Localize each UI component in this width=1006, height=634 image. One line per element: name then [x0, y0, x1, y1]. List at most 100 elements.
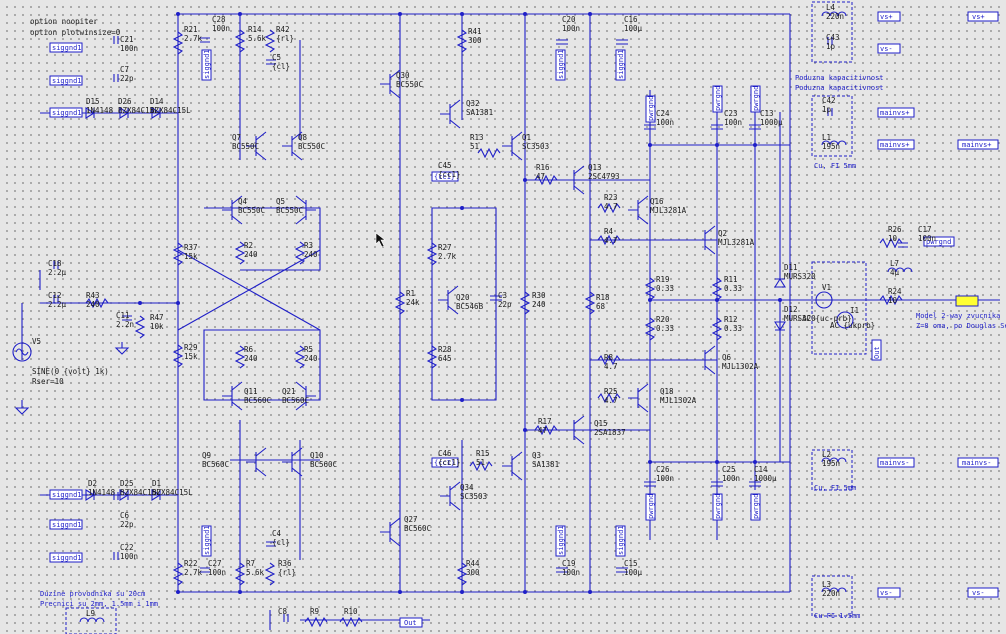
component-value[interactable]: 195n	[822, 459, 840, 468]
component-ref[interactable]: C25	[722, 465, 736, 474]
component-value[interactable]: 4.7	[604, 236, 618, 245]
component-value[interactable]: 0.33	[656, 284, 674, 293]
component-value[interactable]: 100n	[120, 552, 138, 561]
component-ref[interactable]: C8	[278, 607, 288, 616]
component-ref[interactable]: R15	[476, 449, 490, 458]
component-ref[interactable]: R2	[244, 241, 253, 250]
component-ref[interactable]: R30	[532, 291, 546, 300]
component-value[interactable]: 47	[538, 426, 547, 435]
component-value[interactable]: 47	[536, 172, 545, 181]
component-value[interactable]: 2.7k	[438, 252, 457, 261]
component-value[interactable]: 2.2µ	[48, 300, 67, 309]
component-value[interactable]: BC550C	[232, 142, 259, 151]
component-value[interactable]: {rl}	[278, 568, 296, 577]
wire-note[interactable]: Cu, FI 5mm	[814, 484, 856, 492]
component-ref[interactable]: Q20	[456, 293, 470, 302]
component-value[interactable]: 1p	[822, 105, 832, 114]
component-value[interactable]: BC560C	[404, 524, 431, 533]
component-value[interactable]: 5.6k	[248, 34, 267, 43]
component-ref[interactable]: Q7	[232, 133, 241, 142]
component-ref[interactable]: Q6	[722, 353, 732, 362]
component-ref[interactable]: Q34	[460, 483, 474, 492]
component-value[interactable]: MJL3281A	[650, 206, 687, 215]
component-value[interactable]: 240	[532, 300, 546, 309]
capacitance-note[interactable]: Poduzna kapacitivnost	[795, 84, 884, 92]
component-value[interactable]: MURS320	[784, 314, 816, 323]
component-value[interactable]: 10	[888, 234, 898, 243]
component-ref[interactable]: R3	[304, 241, 313, 250]
component-value[interactable]: 4.7	[604, 396, 618, 405]
component-value[interactable]: 10	[888, 296, 898, 305]
component-value[interactable]: 100n	[722, 474, 740, 483]
component-value[interactable]: BC550C	[396, 80, 423, 89]
component-value[interactable]: 100n	[562, 568, 580, 577]
component-value[interactable]: 240	[86, 300, 100, 309]
component-value[interactable]: BC560C	[244, 396, 271, 405]
component-ref[interactable]: Q32	[466, 99, 480, 108]
component-ref[interactable]: R10	[344, 607, 358, 616]
component-value[interactable]: 100n	[724, 118, 742, 127]
component-ref[interactable]: D26	[118, 97, 132, 106]
component-ref[interactable]: R28	[438, 345, 452, 354]
component-ref[interactable]: L7	[890, 259, 899, 268]
component-ref[interactable]: C19	[562, 559, 576, 568]
component-ref[interactable]: R23	[604, 193, 618, 202]
component-ref[interactable]: C16	[624, 15, 638, 24]
component-value[interactable]: 10k	[150, 322, 164, 331]
component-ref[interactable]: L2	[822, 450, 831, 459]
wire-length-note[interactable]: Precnici su 2mm, 1.5mm i 1mm	[40, 600, 158, 608]
component-value[interactable]: 15k	[184, 352, 198, 361]
component-ref[interactable]: Q4	[238, 197, 248, 206]
component-value[interactable]: SC3503	[522, 142, 549, 151]
component-ref[interactable]: Q13	[588, 163, 602, 172]
component-ref[interactable]: C5	[272, 53, 281, 62]
component-value[interactable]: 100n	[656, 118, 674, 127]
component-ref[interactable]: C24	[656, 109, 670, 118]
component-value[interactable]: 2.7k	[184, 568, 203, 577]
component-ref[interactable]: R21	[184, 25, 198, 34]
component-ref[interactable]: C46	[438, 449, 452, 458]
component-ref[interactable]: R47	[150, 313, 164, 322]
component-ref[interactable]: D25	[120, 479, 134, 488]
component-ref[interactable]: R14	[248, 25, 262, 34]
component-value[interactable]: 51	[470, 142, 479, 151]
component-ref[interactable]: R1	[406, 289, 415, 298]
component-ref[interactable]: C7	[120, 65, 129, 74]
component-value[interactable]: SC3503	[460, 492, 487, 501]
component-value[interactable]: 100n	[918, 234, 936, 243]
component-ref[interactable]: R27	[438, 243, 452, 252]
component-ref[interactable]: R7	[246, 559, 255, 568]
component-value[interactable]: BC560C	[202, 460, 229, 469]
component-value[interactable]: 240	[244, 354, 258, 363]
component-ref[interactable]: R22	[184, 559, 198, 568]
component-ref[interactable]: R29	[184, 343, 198, 352]
component-value[interactable]: 24k	[406, 298, 420, 307]
capacitance-note[interactable]: Poduzna kapacitivnost	[795, 74, 884, 82]
component-ref[interactable]: Q2	[718, 229, 727, 238]
component-ref[interactable]: R5	[304, 345, 313, 354]
component-ref[interactable]: Q21	[282, 387, 296, 396]
component-ref[interactable]: C3	[498, 291, 507, 300]
component-ref[interactable]: D14	[150, 97, 164, 106]
component-ref[interactable]: R17	[538, 417, 552, 426]
component-ref[interactable]: C4	[272, 529, 282, 538]
component-value[interactable]: 0.33	[724, 324, 742, 333]
component-ref[interactable]: R25	[604, 387, 618, 396]
wire-note[interactable]: Cu FI 1.5mm	[814, 612, 860, 620]
component-ref[interactable]: Q18	[660, 387, 674, 396]
speaker-model-note[interactable]: Z=8 oma, po Douglas Se	[916, 322, 1006, 330]
component-ref[interactable]: R44	[466, 559, 480, 568]
component-value[interactable]: 1N4148	[88, 488, 116, 497]
component-ref[interactable]: R16	[536, 163, 550, 172]
component-ref[interactable]: R37	[184, 243, 198, 252]
component-value[interactable]: 240	[244, 250, 258, 259]
component-ref[interactable]: D12	[784, 305, 798, 314]
component-ref[interactable]: L4	[826, 3, 836, 12]
component-ref[interactable]: C45	[438, 161, 452, 170]
component-value[interactable]: 240	[304, 250, 318, 259]
component-ref[interactable]: Q11	[244, 387, 258, 396]
directive-line[interactable]: option noopiter	[30, 17, 98, 26]
component-ref[interactable]: R6	[244, 345, 254, 354]
component-ref[interactable]: C27	[208, 559, 222, 568]
component-ref[interactable]: C23	[724, 109, 738, 118]
